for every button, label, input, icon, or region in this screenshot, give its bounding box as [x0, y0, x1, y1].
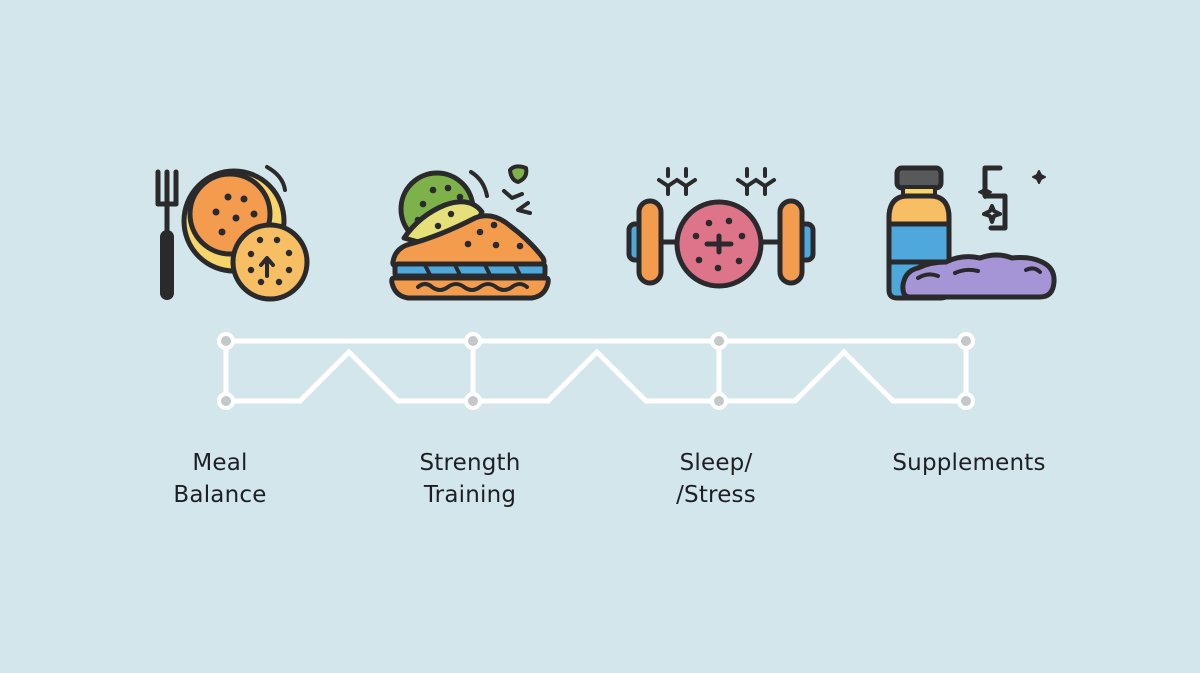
label-line: Strength — [419, 450, 521, 476]
step-label-sleep-stress: Sleep/ /Stress — [636, 447, 796, 511]
label-line: Balance — [173, 482, 267, 508]
fork-and-plate-icon — [155, 165, 310, 302]
step-label-strength-training: Strength Training — [390, 447, 550, 511]
timeline-node — [464, 392, 482, 410]
fork-icon — [155, 169, 179, 300]
label-line: Training — [423, 482, 517, 508]
closed-eyes-icon — [657, 167, 776, 196]
timeline-node — [464, 332, 482, 350]
label-line: Sleep/ — [679, 450, 753, 476]
timeline-node — [957, 392, 975, 410]
timeline-node — [217, 332, 235, 350]
timeline-zigzag-line — [223, 348, 969, 404]
label-line: Supplements — [892, 450, 1046, 476]
timeline-node — [710, 392, 728, 410]
label-line: Meal — [192, 450, 248, 476]
timeline-node — [217, 392, 235, 410]
step-label-supplements: Supplements — [869, 447, 1069, 479]
timeline-node — [710, 332, 728, 350]
step-label-meal-balance: Meal Balance — [140, 447, 300, 511]
label-line: /Stress — [676, 482, 756, 508]
dumbbell-with-closed-eyes-icon — [626, 167, 816, 289]
sandwich-icon — [389, 164, 551, 301]
supplement-bottle-and-powder-icon — [886, 165, 1057, 301]
timeline-node — [957, 332, 975, 350]
